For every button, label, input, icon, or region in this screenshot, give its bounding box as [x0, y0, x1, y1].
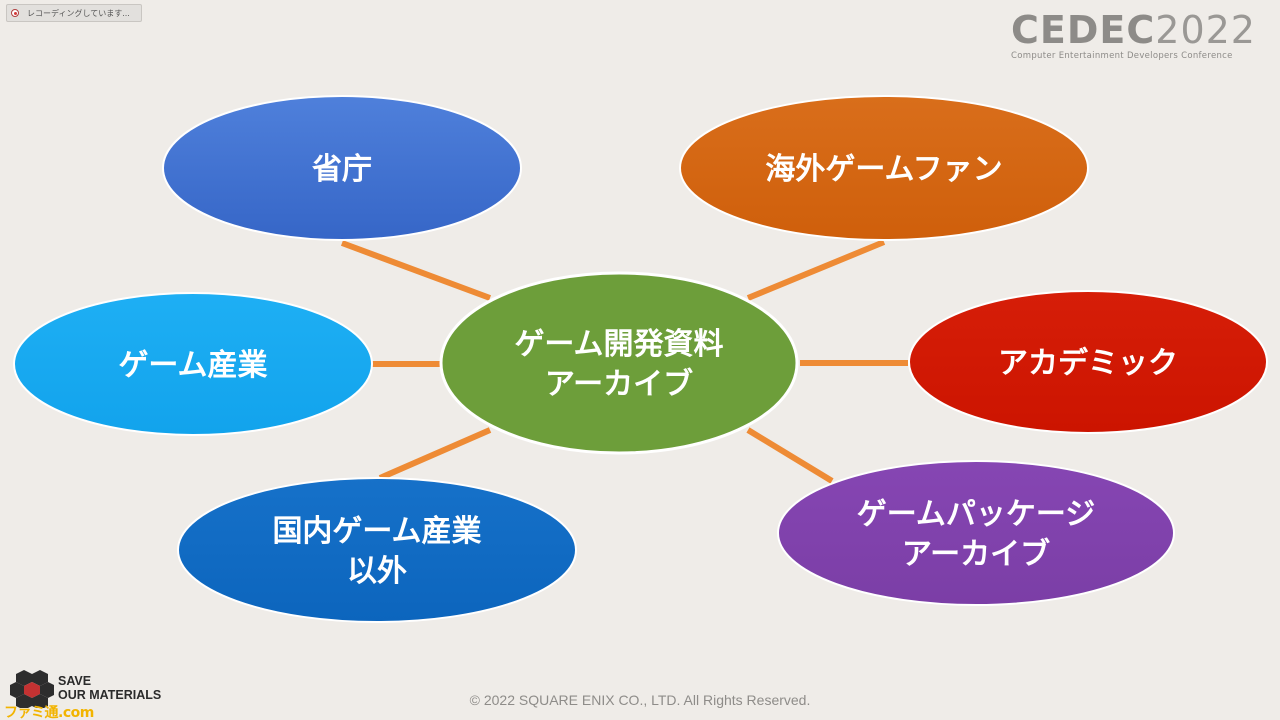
- connector-package-archive: [746, 427, 834, 484]
- node-academic-label: アカデミック: [998, 346, 1178, 381]
- connector-overseas-fans: [746, 239, 886, 301]
- watermark: ファミ通.com: [4, 705, 94, 720]
- connector-lines: [340, 239, 908, 484]
- copyright-notice: © 2022 SQUARE ENIX CO., LTD. All Rights …: [469, 692, 811, 708]
- node-package-archive-label: アーカイブ: [902, 537, 1050, 572]
- connector-ministry: [340, 240, 492, 301]
- node-game-industry: ゲーム産業: [13, 292, 373, 436]
- node-overseas-fans-ellipse: [679, 95, 1089, 241]
- hexagon-logo-icon: [10, 670, 54, 708]
- cedec-title: CEDEC: [1011, 8, 1156, 52]
- cedec-year: 2022: [1155, 8, 1256, 52]
- node-game-industry-ellipse: [13, 292, 373, 436]
- cedec-subtitle: Computer Entertainment Developers Confer…: [1011, 51, 1233, 61]
- node-academic: アカデミック: [908, 290, 1268, 434]
- center-node-label: ゲーム開発資料: [514, 327, 723, 362]
- node-outside-domestic-label: 以外: [347, 554, 407, 589]
- node-ministry-label: 省庁: [312, 152, 372, 187]
- node-ministry-ellipse: [162, 95, 522, 241]
- recording-label: レコーディングしています...: [27, 8, 130, 18]
- diagram-nodes: 省庁海外ゲームファンゲーム産業アカデミック国内ゲーム産業以外ゲームパッケージアー…: [13, 95, 1268, 623]
- record-icon: [11, 9, 19, 17]
- node-game-industry-label: ゲーム産業: [118, 348, 267, 383]
- center-node-label: アーカイブ: [545, 367, 693, 402]
- brand-line-2: OUR MATERIALS: [58, 688, 162, 702]
- node-academic-ellipse: [908, 290, 1268, 434]
- node-outside-domestic-ellipse: [177, 477, 577, 623]
- brand-line-1: SAVE: [58, 674, 92, 688]
- center-node-ellipse: [439, 271, 799, 455]
- node-overseas-fans: 海外ゲームファン: [679, 95, 1089, 241]
- save-our-materials-logo: SAVE OUR MATERIALS: [10, 668, 161, 708]
- node-outside-domestic-label: 国内ゲーム産業: [272, 514, 481, 549]
- node-package-archive-label: ゲームパッケージ: [857, 497, 1096, 532]
- connector-outside-domestic: [378, 427, 492, 481]
- node-overseas-fans-label: 海外ゲームファン: [765, 152, 1002, 187]
- cedec-logo: CEDEC2022 Computer Entertainment Develop…: [1011, 10, 1256, 61]
- node-package-archive-ellipse: [777, 460, 1175, 606]
- recording-indicator: レコーディングしています...: [6, 4, 142, 22]
- node-ministry: 省庁: [162, 95, 522, 241]
